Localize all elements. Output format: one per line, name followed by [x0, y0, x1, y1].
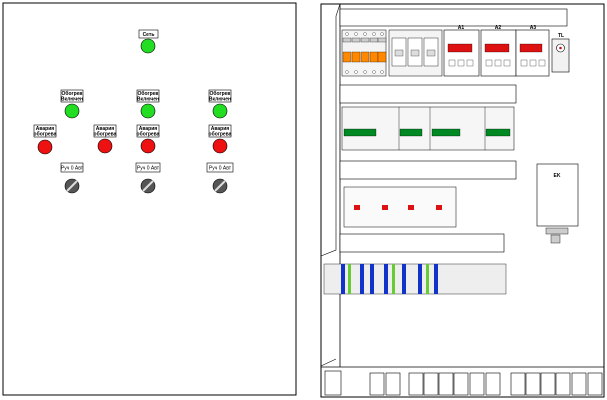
disconnect-switch	[388, 29, 443, 77]
on-label-line1: Обогрев	[137, 90, 158, 97]
meter-a3-label: A3	[530, 25, 537, 31]
alarm-label-line1: Авария	[36, 126, 55, 132]
circuit-breakers	[341, 29, 387, 77]
heating-on-lamp-green	[64, 103, 80, 119]
heater: EK	[536, 163, 579, 244]
heating-alarm-lamp-red	[140, 138, 156, 154]
heating-alarm-lamp-red	[97, 138, 113, 154]
cable-glands	[324, 370, 603, 396]
heating-alarm-lamp-red	[212, 138, 228, 154]
alarm-label-line1: Авария	[139, 126, 158, 132]
thermostat: TL	[551, 33, 570, 73]
heating-on-lamp-green	[212, 103, 228, 119]
cable-duct	[339, 160, 517, 180]
mode-selector-switch[interactable]	[212, 178, 228, 194]
on-label-line2: Включен	[137, 97, 159, 103]
heating-column-2: Обогрев Включен Авария обогрева Руч 0 Ав…	[135, 89, 161, 194]
alarm-label-line1: Авария	[211, 126, 230, 132]
on-label-line1: Обогрев	[61, 90, 82, 97]
mode-switch-label: Руч 0 Авт	[209, 166, 232, 172]
meter-a1	[443, 29, 480, 77]
mode-selector-switch[interactable]	[140, 178, 156, 194]
on-label-line2: Включен	[209, 97, 231, 103]
alarm-label-line1: Авария	[96, 126, 115, 132]
on-label-line1: Обогрев	[209, 90, 230, 97]
mode-switch-label: Руч 0 Авт	[137, 166, 160, 172]
thermostat-label: TL	[558, 33, 564, 39]
alarm-label-line2: обогрева	[137, 131, 160, 138]
alarm-label-line2: обогрева	[34, 131, 57, 138]
network-label: Сеть	[143, 32, 155, 38]
alarm-label-line2: обогрева	[209, 131, 232, 138]
extra-alarm-lamp-red	[37, 139, 53, 155]
cable-duct	[339, 84, 517, 104]
cable-duct	[339, 233, 505, 253]
contactor-row	[341, 106, 515, 151]
heater-label: EK	[554, 173, 561, 179]
on-label-line2: Включен	[61, 97, 83, 103]
network-indicator: Сеть	[138, 29, 159, 54]
relay-row	[343, 186, 457, 228]
mode-selector-switch[interactable]	[64, 178, 80, 194]
extra-alarm-indicator: Авария обогрева	[34, 124, 57, 155]
meter-a2-label: A2	[495, 25, 502, 31]
network-lamp-green	[140, 38, 156, 54]
heating-on-lamp-green	[140, 103, 156, 119]
heating-column-1: Обогрев Включен Авария обогрева Руч 0 Ав…	[60, 89, 117, 194]
cable-duct	[339, 8, 568, 27]
door-outline	[2, 2, 297, 396]
alarm-label-line2: обогрева	[94, 131, 117, 138]
mode-switch-label: Руч 0 Авт	[61, 166, 84, 172]
meter-a2	[480, 29, 517, 77]
meter-a3	[515, 29, 550, 77]
meter-a1-label: A1	[458, 25, 465, 31]
cabinet-body	[320, 3, 605, 398]
terminal-strip	[323, 263, 507, 295]
heating-column-3: Обогрев Включен Авария обогрева Руч 0 Ав…	[206, 89, 234, 194]
